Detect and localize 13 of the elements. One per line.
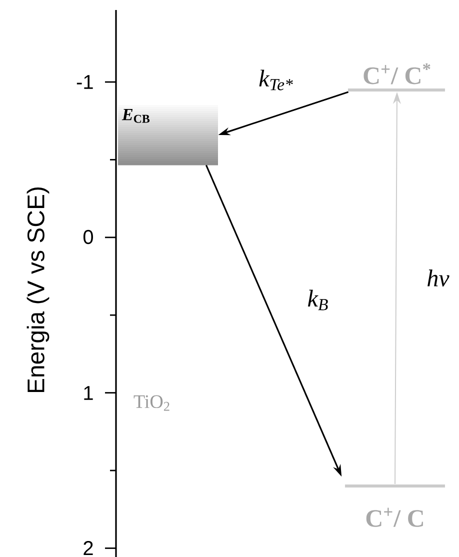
edge-label: k$_{Te*}$ (258, 68, 294, 92)
material-label: TiO$_{2}$ (134, 395, 170, 411)
node-label: E$_{CB}$ (122, 109, 150, 123)
edge-label: hν (426, 268, 450, 288)
conduction-band-box: E$_{CB}$ (118, 105, 218, 166)
tick-label: 2 (84, 541, 93, 555)
tick-label: 1 (84, 386, 93, 400)
tick-label: 0 (83, 230, 93, 244)
energy-level: C$^{+}$/ C (345, 484, 445, 527)
edge-label: k$_{B}$ (306, 288, 330, 312)
axis-title: Energia (V vs SCE) (26, 188, 50, 392)
tick-label: -1 (76, 75, 93, 89)
energy-level: C$^{+}$/ C$^{*}$ (348, 63, 445, 92)
